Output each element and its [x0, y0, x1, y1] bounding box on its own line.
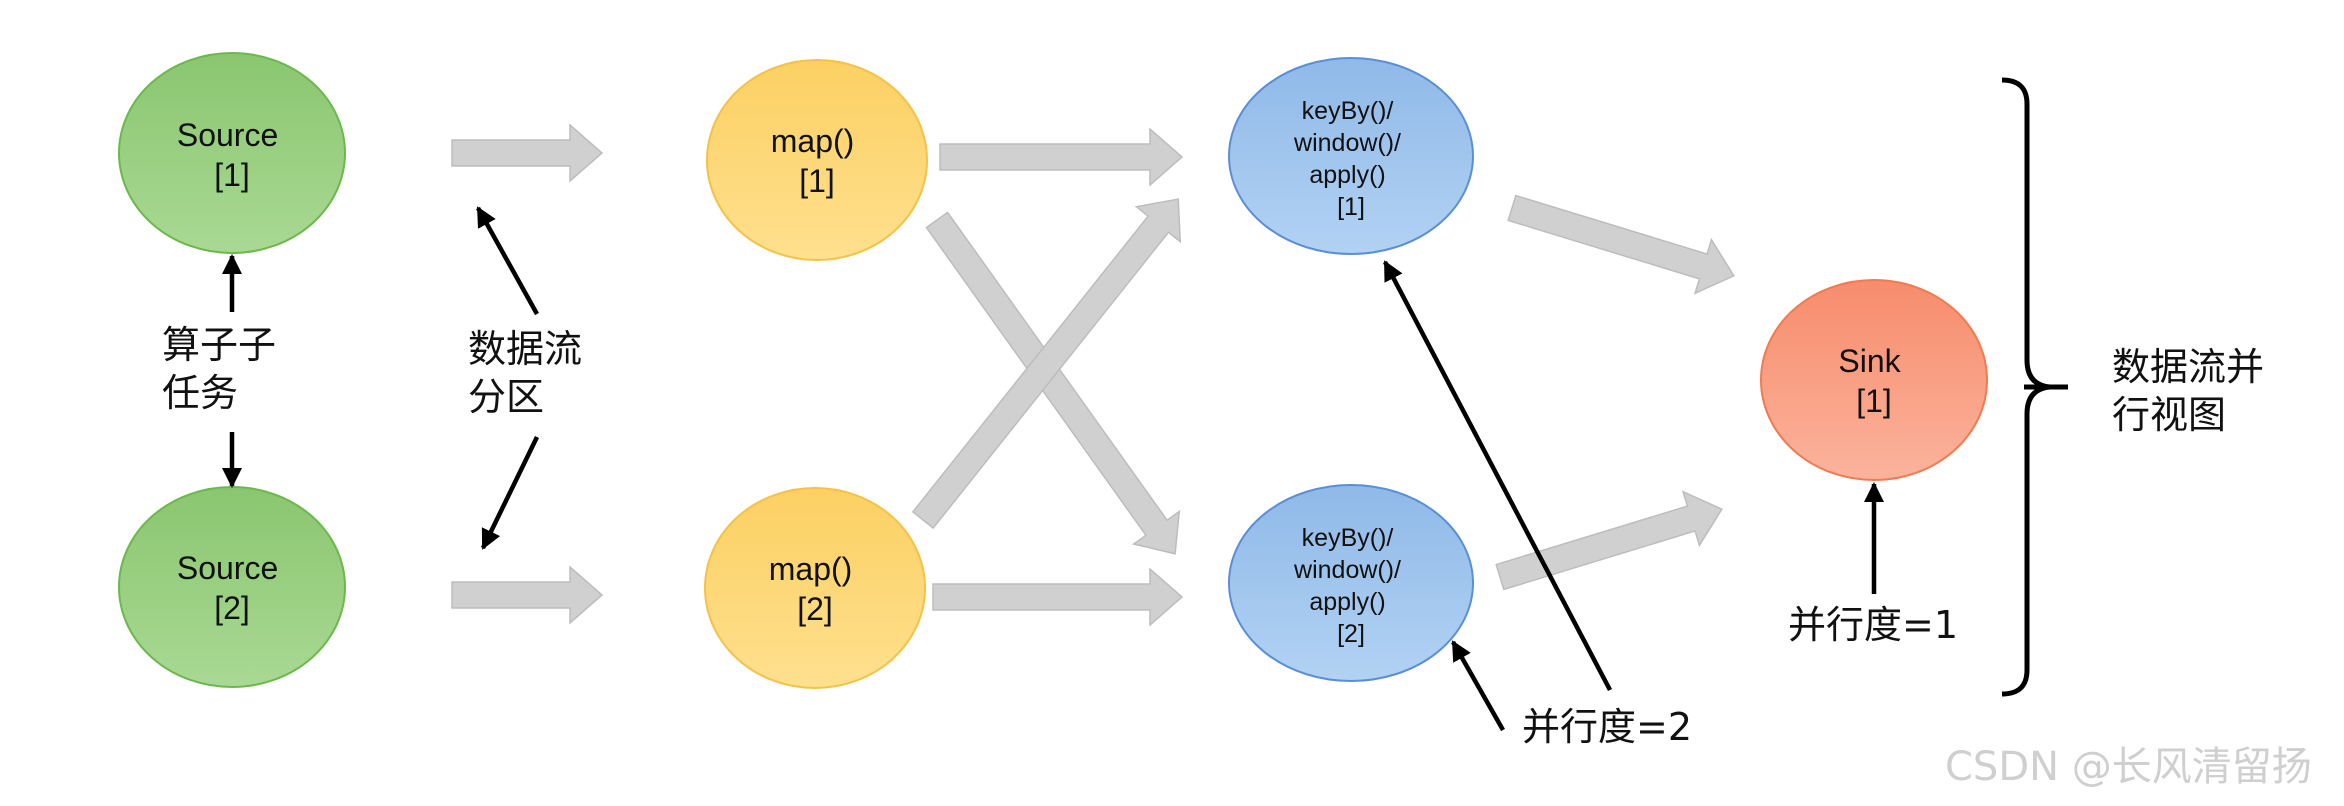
label-parallelism-1: 并行度=1 [1788, 603, 1958, 647]
node-keyby-2-line-2: window()/ [1293, 556, 1401, 584]
label-stream-partition-line-2: 分区 [468, 375, 544, 419]
svg-text:keyBy()/ window()/: keyBy()/ window()/ apply() [1] [1293, 97, 1408, 221]
label-parallelism-2: 并行度=2 [1522, 705, 1692, 749]
arrow-partition-up [476, 206, 539, 316]
node-source-2-line-2: [2] [214, 590, 250, 626]
node-keyby-1-line-2: window()/ [1293, 129, 1401, 157]
svg-text:Sink [1]: Sink [1] [1838, 343, 1909, 419]
node-map-2-line-2: [2] [797, 591, 833, 627]
label-operator-subtask-line-1: 算子子 [162, 323, 276, 367]
label-stream-partition-line-1: 数据流 [468, 327, 582, 371]
annotation-arrows [221, 206, 1885, 732]
label-parallel-view-line-1: 数据流并 [2112, 345, 2264, 389]
node-map-2: map() [2] [704, 487, 926, 689]
svg-text:Source [1]: Source [1] [177, 117, 287, 193]
flow-arrow-map2-keyby1 [911, 198, 1182, 530]
flow-arrow-map1-keyby2 [925, 211, 1181, 555]
node-keyby-2: keyBy()/ window()/ apply() [2] [1228, 484, 1474, 682]
svg-text:map() [2]: map() [2] [769, 551, 861, 627]
node-keyby-2-line-1: keyBy()/ [1302, 524, 1394, 552]
node-map-1: map() [1] [706, 59, 928, 261]
label-parallel-view: 数据流并 行视图 [2112, 345, 2276, 437]
label-operator-subtask: 算子子 任务 [162, 323, 288, 415]
node-keyby-2-line-3: apply() [1309, 588, 1385, 616]
flow-arrow-map1-keyby1 [939, 127, 1184, 187]
node-keyby-1-line-3: apply() [1309, 161, 1385, 189]
node-map-2-line-1: map() [769, 551, 853, 587]
node-map-1-line-1: map() [771, 123, 855, 159]
node-keyby-1-line-1: keyBy()/ [1302, 97, 1394, 125]
node-sink: Sink [1] [1760, 279, 1988, 481]
flow-arrow-keyby1-sink [1507, 194, 1735, 295]
svg-text:map() [1]: map() [1] [771, 123, 863, 199]
label-stream-partition: 数据流 分区 [468, 327, 594, 419]
flow-arrow-keyby2-sink [1495, 490, 1723, 591]
node-source-1: Source [1] [118, 52, 346, 254]
node-source-1-line-1: Source [177, 117, 278, 153]
svg-text:keyBy()/ window()/: keyBy()/ window()/ apply() [2] [1293, 524, 1408, 648]
node-keyby-1: keyBy()/ window()/ apply() [1] [1228, 57, 1474, 255]
node-sink-line-1: Sink [1838, 343, 1901, 379]
flow-arrow-source2-map2 [451, 565, 604, 625]
node-sink-line-2: [1] [1856, 383, 1892, 419]
node-source-2: Source [2] [118, 486, 346, 688]
label-parallel-view-line-2: 行视图 [2112, 393, 2226, 437]
arrow-partition-down [480, 436, 540, 550]
node-map-1-line-2: [1] [799, 163, 835, 199]
node-source-2-line-1: Source [177, 550, 278, 586]
arrow-parallelism2-to-keyby2 [1451, 640, 1505, 732]
arrow-parallelism2-to-keyby1 [1383, 260, 1612, 692]
node-source-1-line-2: [1] [214, 157, 250, 193]
flow-arrows [451, 123, 1735, 627]
node-keyby-2-line-4: [2] [1337, 620, 1365, 648]
watermark: CSDN @长风清留扬 [1945, 744, 2312, 790]
flow-arrow-map2-keyby2 [932, 567, 1184, 627]
label-operator-subtask-line-2: 任务 [162, 371, 238, 415]
svg-text:Source [2]: Source [2] [177, 550, 287, 626]
node-keyby-1-line-4: [1] [1337, 193, 1365, 221]
flow-arrow-source1-map1 [451, 123, 604, 183]
